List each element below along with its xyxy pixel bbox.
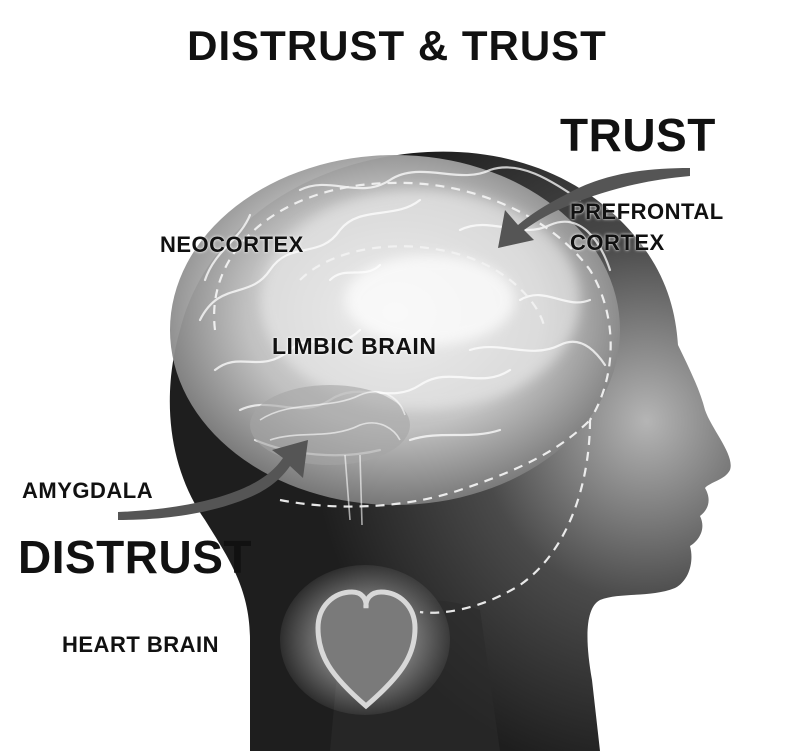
neocortex-label: NEOCORTEX	[160, 232, 304, 257]
distrust-label: DISTRUST	[18, 531, 252, 583]
trust-arrow	[498, 168, 690, 248]
prefrontal-label-line1: PREFRONTAL	[570, 199, 724, 224]
amygdala-label: AMYGDALA	[22, 478, 154, 503]
dashed-connector-lines	[213, 181, 612, 614]
prefrontal-label-line2: CORTEX	[570, 230, 665, 255]
limbic-brain-label: LIMBIC BRAIN	[272, 333, 437, 359]
heart-brain-label: HEART BRAIN	[62, 632, 220, 657]
diagram-title: DISTRUST & TRUST	[187, 22, 607, 69]
trust-label: TRUST	[560, 109, 716, 161]
prefrontal-cortex-label: PREFRONTAL CORTEX	[570, 196, 724, 258]
distrust-arrow	[118, 440, 308, 520]
heart-shape	[315, 589, 418, 710]
